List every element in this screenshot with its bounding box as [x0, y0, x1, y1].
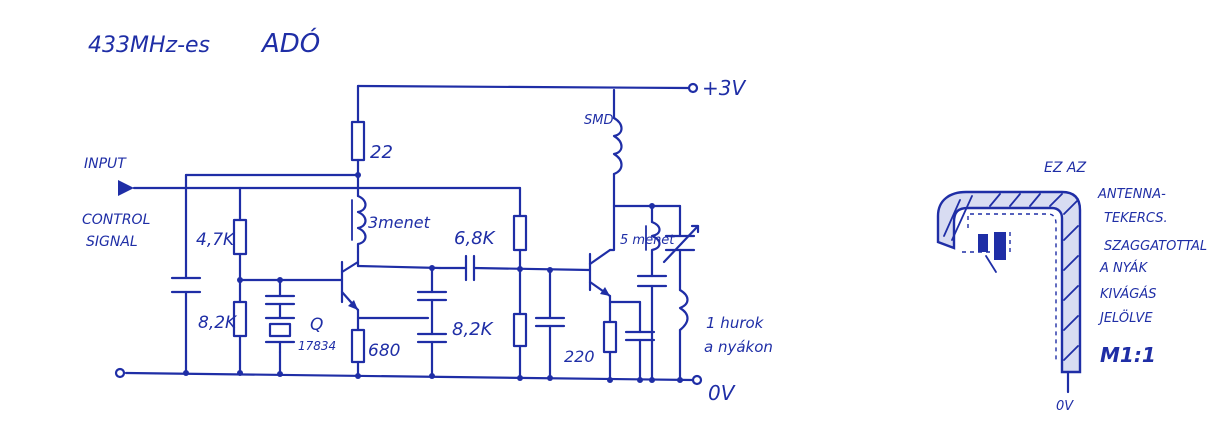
- label-signal: SIGNAL: [86, 234, 138, 250]
- label-r-680: 680: [368, 341, 400, 361]
- inductor-3menet: [356, 194, 367, 254]
- input-arrow-icon: [118, 180, 134, 196]
- note-scale: M1:1: [1100, 343, 1156, 367]
- resistor-emitter-2: [602, 320, 618, 354]
- inductor-antenna: [678, 288, 689, 332]
- resistor-8k2-right: [512, 312, 528, 348]
- capacitor-crystal-top: [264, 294, 296, 320]
- terminal-left-ground: [114, 367, 126, 379]
- note-line-5: A NYÁK: [1099, 260, 1149, 276]
- label-r-4k7: 4,7K: [196, 230, 236, 250]
- antenna-layout: [936, 190, 1082, 394]
- wires: [124, 84, 694, 382]
- capacitor-coupling: [438, 254, 476, 282]
- resistor-680: [350, 328, 366, 364]
- note-line-6: KIVÁGÁS: [1100, 286, 1156, 302]
- resistor-22: [350, 120, 366, 162]
- title-frequency: 433MHz-es: [88, 33, 210, 58]
- resistor-8k2-left: [232, 300, 248, 338]
- capacitor-tank: [636, 274, 668, 288]
- crystal: [264, 316, 296, 354]
- terminal-plus: [687, 82, 699, 94]
- label-ground: 0V: [708, 381, 736, 405]
- resistor-4k7: [232, 218, 248, 256]
- note-line-2: ANTENNA-: [1097, 187, 1166, 202]
- label-control: CONTROL: [82, 212, 150, 228]
- label-r-8k2-right: 8,2K: [452, 319, 494, 340]
- resistor-6k8: [512, 214, 528, 252]
- capacitor-220: [534, 316, 566, 328]
- inductor-5menet: [650, 220, 661, 256]
- junctions: [183, 172, 683, 383]
- label-l-3menet: 3menet: [368, 213, 431, 232]
- label-crystal-value: 17834: [298, 339, 336, 353]
- note-line-4: SZAGGATOTTAL: [1104, 239, 1207, 254]
- title-word: ADÓ: [260, 27, 320, 59]
- trimmer-capacitor: [662, 224, 700, 264]
- emitter-arrow-2-icon: [600, 287, 610, 296]
- label-input: INPUT: [84, 156, 127, 172]
- terminal-ground: [691, 374, 703, 386]
- capacitor-emitter-b: [416, 332, 448, 344]
- inductor-smd: [612, 116, 623, 176]
- label-crystal: Q: [310, 315, 323, 335]
- note-line-7: JELÖLVE: [1097, 309, 1153, 326]
- label-l-smd: SMD: [584, 113, 613, 128]
- label-c-220: 220: [564, 347, 595, 366]
- note-line-3: TEKERCS.: [1104, 211, 1168, 226]
- label-r-22: 22: [370, 142, 393, 163]
- note-ground: 0V: [1056, 399, 1074, 414]
- label-plus: +3V: [702, 76, 746, 100]
- note-line-1: EZ AZ: [1044, 160, 1086, 176]
- label-antenna-2: a nyákon: [704, 338, 773, 356]
- label-r-6k8: 6,8K: [454, 228, 496, 249]
- capacitor-emitter-2: [624, 330, 656, 342]
- emitter-arrow-icon: [348, 300, 358, 310]
- label-l-5menet: 5 menet: [620, 233, 675, 248]
- capacitor-emitter-a: [416, 290, 448, 302]
- capacitor-left: [170, 276, 202, 294]
- label-antenna-1: 1 hurok: [706, 314, 765, 332]
- label-r-8k2-left: 8,2K: [198, 313, 238, 333]
